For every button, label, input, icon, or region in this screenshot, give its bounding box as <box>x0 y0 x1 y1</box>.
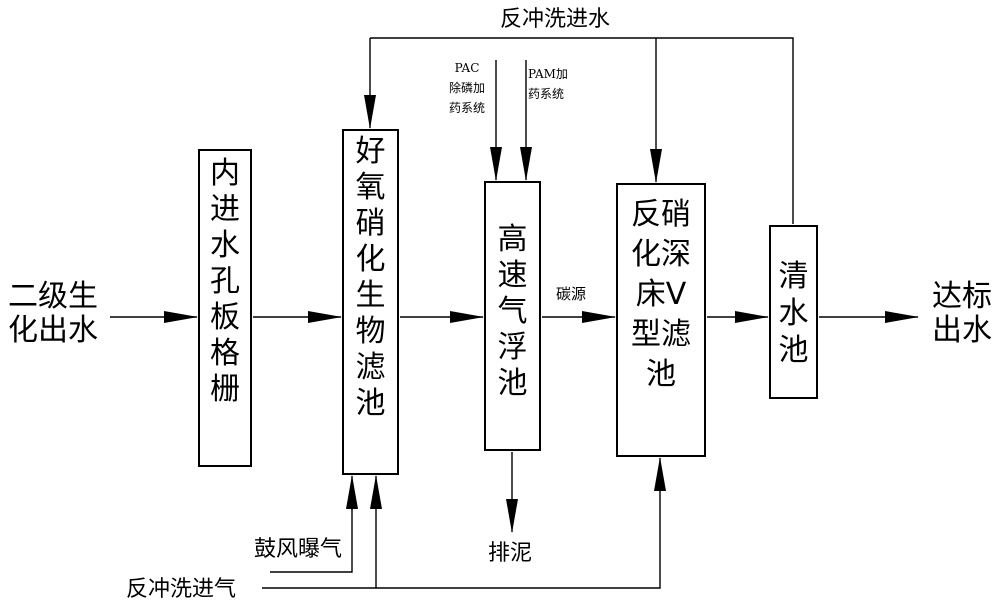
bio-filter-box <box>342 129 399 475</box>
grille-box <box>198 149 252 467</box>
flotation-label: 高 速 气 浮 池 <box>497 222 528 401</box>
sludge-discharge-label: 排泥 <box>488 541 533 566</box>
clear-tank-label: 清 水 池 <box>778 259 809 368</box>
backwash-water-line <box>370 37 794 224</box>
v-filter-label: 反硝 化深 床V 型滤 池 <box>631 197 691 392</box>
carbon-source-label: 碳源 <box>556 285 587 303</box>
v-filter-box <box>616 183 706 457</box>
pac-dosing-label: PAC 除磷加 药系统 <box>448 61 485 115</box>
backwash-water-label: 反冲洗进水 <box>500 7 611 32</box>
blower-aeration-line <box>270 508 353 573</box>
compliant-effluent-label: 达标 出水 <box>932 279 992 348</box>
clear-tank-box <box>769 225 818 399</box>
flotation-box <box>484 181 541 451</box>
blower-aeration-label: 鼓风曝气 <box>254 537 343 562</box>
secondary-effluent-label: 二级生 化出水 <box>8 279 98 348</box>
bio-filter-label: 好 氧 硝 化 生 物 滤 池 <box>355 134 386 421</box>
backwash-air-label: 反冲洗进气 <box>126 577 237 602</box>
pam-dosing-label: PAM加 药系统 <box>528 67 568 101</box>
backwash-air-line <box>262 500 661 589</box>
grille-label: 内 进 水 孔 板 格 栅 <box>210 156 240 407</box>
